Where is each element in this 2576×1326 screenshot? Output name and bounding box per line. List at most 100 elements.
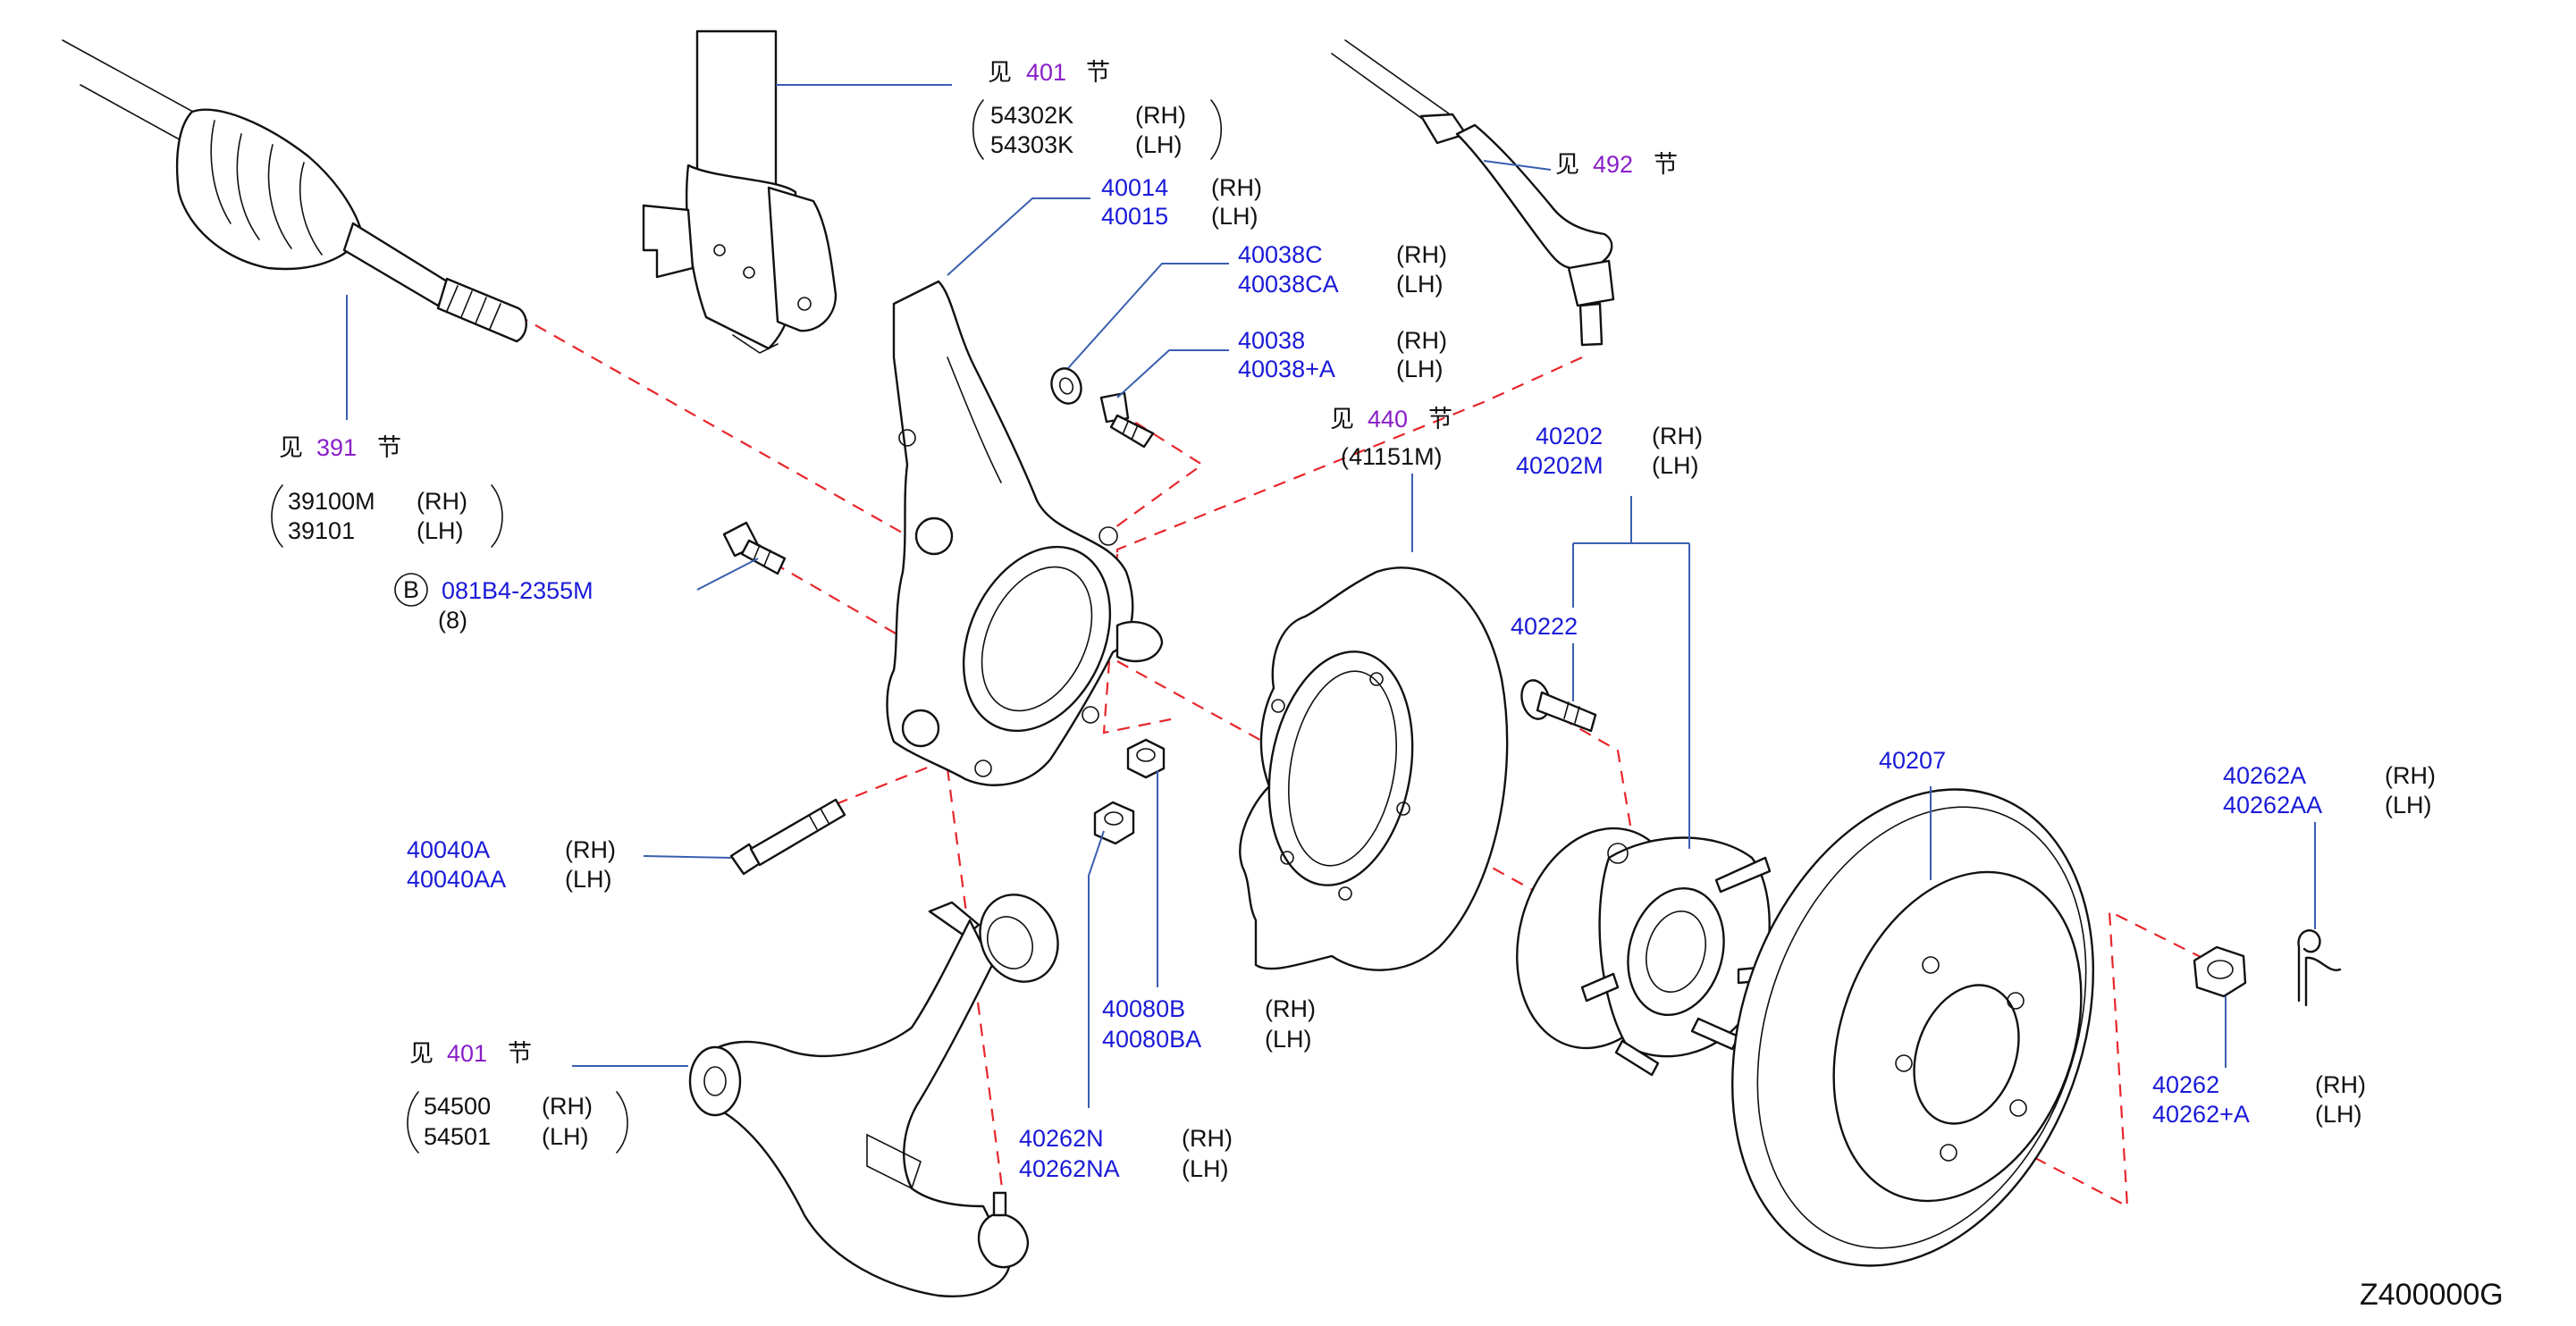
side-label: (LH) bbox=[1135, 131, 1183, 158]
callout-washer: 40038C (RH) 40038CA (LH) bbox=[1238, 241, 1447, 298]
side-label: (RH) bbox=[1265, 995, 1316, 1022]
tie-rod-end-drawing bbox=[1331, 39, 1615, 347]
part-number[interactable]: 40262+A bbox=[2152, 1101, 2250, 1128]
section-link-391[interactable]: 391 bbox=[316, 434, 357, 461]
callout-nut-40262n: 40262N (RH) 40262NA (LH) bbox=[1019, 1125, 1233, 1182]
washer-40038c-drawing bbox=[1050, 367, 1082, 405]
side-label: (LH) bbox=[1182, 1155, 1229, 1182]
steering-knuckle-drawing bbox=[886, 280, 1164, 786]
wheel-hub-drawing bbox=[1516, 827, 1789, 1077]
part-number[interactable]: 40038 bbox=[1238, 327, 1305, 354]
part-number[interactable]: 54501 bbox=[424, 1123, 491, 1150]
brake-rotor-drawing bbox=[1730, 788, 2095, 1267]
side-label: (LH) bbox=[1396, 356, 1444, 382]
bracket-right bbox=[1210, 99, 1222, 160]
side-label: (RH) bbox=[1211, 174, 1262, 201]
side-label: (LH) bbox=[565, 866, 612, 893]
section-link-492[interactable]: 492 bbox=[1593, 151, 1633, 178]
part-number[interactable]: 40222 bbox=[1511, 613, 1578, 640]
part-number[interactable]: 40080BA bbox=[1102, 1026, 1201, 1053]
section-suffix: 节 bbox=[508, 1040, 532, 1067]
side-label: (LH) bbox=[2385, 792, 2432, 818]
part-number[interactable]: (41151M) bbox=[1341, 443, 1443, 470]
side-label: (LH) bbox=[1652, 452, 1699, 479]
see-label: 见 bbox=[409, 1040, 434, 1067]
part-number[interactable]: 40040A bbox=[407, 836, 490, 863]
callout-strut: 见 401 节 54302K (RH) 54303K (LH) bbox=[972, 59, 1222, 160]
callout-hub-bolt: 40222 bbox=[1511, 613, 1578, 640]
callout-hub: 40202 (RH) 40202M (LH) bbox=[1516, 423, 1703, 479]
stud-40038-drawing bbox=[1099, 391, 1155, 449]
part-number[interactable]: 39100M bbox=[288, 488, 375, 515]
section-suffix: 节 bbox=[377, 434, 401, 461]
part-number[interactable]: 54302K bbox=[990, 102, 1073, 129]
part-number[interactable]: 40038CA bbox=[1238, 271, 1339, 298]
bracket-left bbox=[271, 484, 283, 548]
side-label: (RH) bbox=[1396, 241, 1447, 268]
part-number[interactable]: 39101 bbox=[288, 517, 355, 544]
see-label: 见 bbox=[279, 434, 303, 461]
see-label: 见 bbox=[1555, 151, 1579, 178]
side-label: (LH) bbox=[1265, 1026, 1312, 1053]
side-label: (RH) bbox=[565, 836, 616, 863]
see-label: 见 bbox=[988, 59, 1012, 86]
see-label: 见 bbox=[1330, 406, 1354, 432]
b-badge-circle bbox=[394, 573, 428, 607]
section-link-401[interactable]: 401 bbox=[1026, 59, 1066, 86]
section-suffix: 节 bbox=[1654, 151, 1678, 178]
part-number[interactable]: 40202 bbox=[1536, 423, 1603, 449]
quantity-label: (8) bbox=[438, 607, 467, 634]
side-label: (RH) bbox=[417, 488, 467, 515]
part-number[interactable]: 081B4-2355M bbox=[442, 577, 593, 604]
side-label: (RH) bbox=[1396, 327, 1447, 354]
callout-dust-shield: 见 440 节 (41151M) bbox=[1330, 406, 1452, 470]
part-number[interactable]: 40040AA bbox=[407, 866, 506, 893]
drive-shaft-drawing bbox=[62, 39, 527, 343]
side-label: (RH) bbox=[2385, 762, 2436, 789]
cotter-pin-40262a-drawing bbox=[2297, 929, 2342, 1007]
callout-bolt-b: B 081B4-2355M (8) bbox=[394, 573, 593, 634]
side-label: (RH) bbox=[2315, 1071, 2366, 1098]
section-link-440[interactable]: 440 bbox=[1368, 406, 1408, 432]
side-label: (RH) bbox=[1182, 1125, 1233, 1152]
part-number[interactable]: 40262 bbox=[2152, 1071, 2219, 1098]
dust-shield-drawing bbox=[1239, 566, 1509, 971]
side-label: (LH) bbox=[1396, 271, 1444, 298]
callout-nut-40080: 40080B (RH) 40080BA (LH) bbox=[1102, 995, 1316, 1053]
part-number[interactable]: 40207 bbox=[1879, 747, 1946, 774]
part-number[interactable]: 54303K bbox=[990, 131, 1073, 158]
side-label: (LH) bbox=[1211, 203, 1259, 230]
callout-stud: 40038 (RH) 40038+A (LH) bbox=[1238, 327, 1447, 382]
bracket-right bbox=[491, 484, 503, 548]
callout-cotter-pin: 40262A (RH) 40262AA (LH) bbox=[2223, 762, 2436, 818]
bracket-left bbox=[972, 99, 984, 160]
part-number[interactable]: 40038C bbox=[1238, 241, 1323, 268]
part-number[interactable]: 40262A bbox=[2223, 762, 2306, 789]
part-number[interactable]: 40038+A bbox=[1238, 356, 1335, 382]
part-number[interactable]: 40202M bbox=[1516, 452, 1604, 479]
callout-rotor: 40207 bbox=[1879, 747, 1946, 774]
part-number[interactable]: 40015 bbox=[1101, 203, 1168, 230]
part-number[interactable]: 40014 bbox=[1101, 174, 1168, 201]
callout-drive-shaft: 见 391 节 39100M (RH) 39101 (LH) bbox=[271, 434, 503, 548]
callout-bolt-lower: 40040A (RH) 40040AA (LH) bbox=[407, 836, 616, 893]
section-link-401[interactable]: 401 bbox=[447, 1040, 487, 1067]
lower-control-arm-drawing bbox=[688, 894, 1059, 1297]
part-number[interactable]: 54500 bbox=[424, 1093, 491, 1120]
nut-40080b-drawing bbox=[1126, 738, 1166, 779]
side-label: (RH) bbox=[1135, 102, 1186, 129]
part-number[interactable]: 40262N bbox=[1019, 1125, 1104, 1152]
part-number[interactable]: 40262NA bbox=[1019, 1155, 1120, 1182]
hub-bolt-40222-drawing bbox=[1520, 679, 1597, 733]
side-label: (LH) bbox=[417, 517, 464, 544]
bolt-40040a-drawing bbox=[729, 798, 846, 876]
side-label: (RH) bbox=[542, 1093, 593, 1120]
bracket-left bbox=[407, 1091, 419, 1154]
bolt-081b4-drawing bbox=[722, 521, 787, 575]
part-number[interactable]: 40080B bbox=[1102, 995, 1185, 1022]
diagram-id: Z400000G bbox=[2360, 1278, 2504, 1312]
callout-tie-rod: 见 492 节 bbox=[1555, 151, 1678, 178]
side-label: (RH) bbox=[1652, 423, 1703, 449]
part-number[interactable]: 40262AA bbox=[2223, 792, 2322, 818]
